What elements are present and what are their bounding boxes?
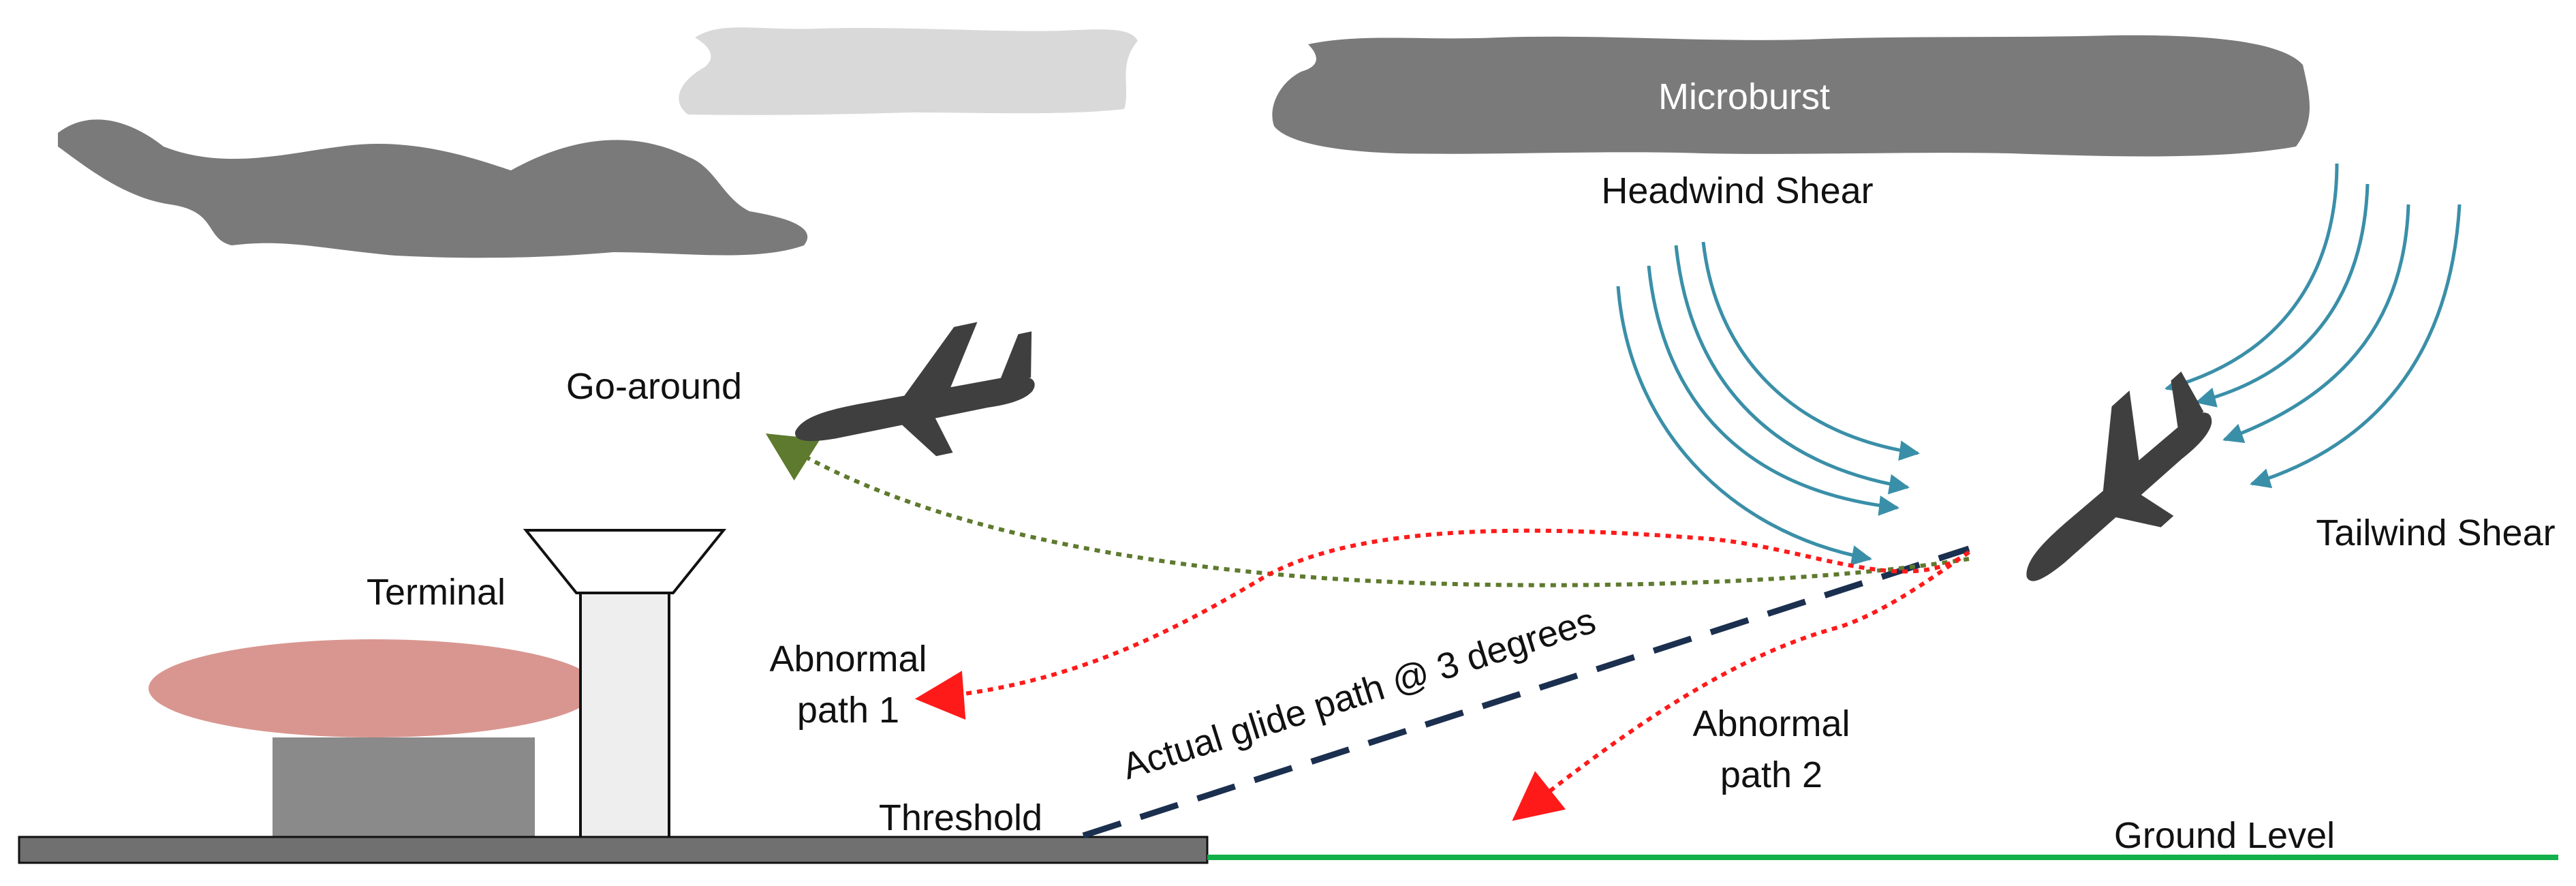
tailwind-arrow-1 bbox=[2164, 163, 2339, 394]
abnormal-path-2-label-line1: Abnormal bbox=[1692, 703, 1850, 744]
headwind-arrow-4 bbox=[1701, 241, 1920, 461]
tower-cab bbox=[523, 529, 727, 594]
headwind-shear-arrows bbox=[1616, 241, 1920, 566]
tailwind-shear-label: Tailwind Shear bbox=[2316, 513, 2555, 553]
cloud-light bbox=[679, 27, 1138, 115]
headwind-arrow-2 bbox=[1647, 265, 1899, 516]
headwind-arrow-1 bbox=[1616, 286, 1872, 566]
headwind-shear-label: Headwind Shear bbox=[1601, 170, 1873, 211]
cloud-left bbox=[58, 119, 808, 258]
terminal-building bbox=[273, 737, 535, 840]
tailwind-arrow-4 bbox=[2250, 204, 2462, 489]
abnormal-path-1-label-line2: path 1 bbox=[797, 690, 899, 731]
runway bbox=[18, 836, 1209, 864]
abnormal-path-1 bbox=[914, 528, 1970, 720]
ground-level-label: Ground Level bbox=[2114, 815, 2335, 856]
threshold-label: Threshold bbox=[879, 797, 1042, 838]
headwind-arrow-3 bbox=[1674, 245, 1910, 495]
tailwind-arrow-2 bbox=[2195, 183, 2370, 408]
tailwind-arrow-3 bbox=[2222, 204, 2410, 443]
go-around-path bbox=[765, 433, 1970, 587]
terminal-label: Terminal bbox=[367, 572, 506, 613]
airplane-approach-icon bbox=[2026, 371, 2212, 581]
tower-shaft bbox=[579, 592, 670, 841]
abnormal-path-1-label-line1: Abnormal bbox=[769, 639, 927, 679]
abnormal-path-2 bbox=[1512, 550, 1970, 821]
abnormal-path-2-label-line2: path 2 bbox=[1720, 754, 1822, 795]
glide-path-line bbox=[1082, 545, 1970, 839]
microburst-label: Microburst bbox=[1658, 76, 1830, 117]
tailwind-shear-arrows bbox=[2164, 163, 2462, 489]
go-around-label: Go-around bbox=[566, 366, 742, 407]
microburst-cloud bbox=[1272, 35, 2310, 157]
airplane-go-around-icon bbox=[795, 322, 1035, 457]
glide-path-label: Actual glide path @ 3 degrees bbox=[1117, 600, 1600, 787]
terminal-roof bbox=[149, 639, 598, 737]
